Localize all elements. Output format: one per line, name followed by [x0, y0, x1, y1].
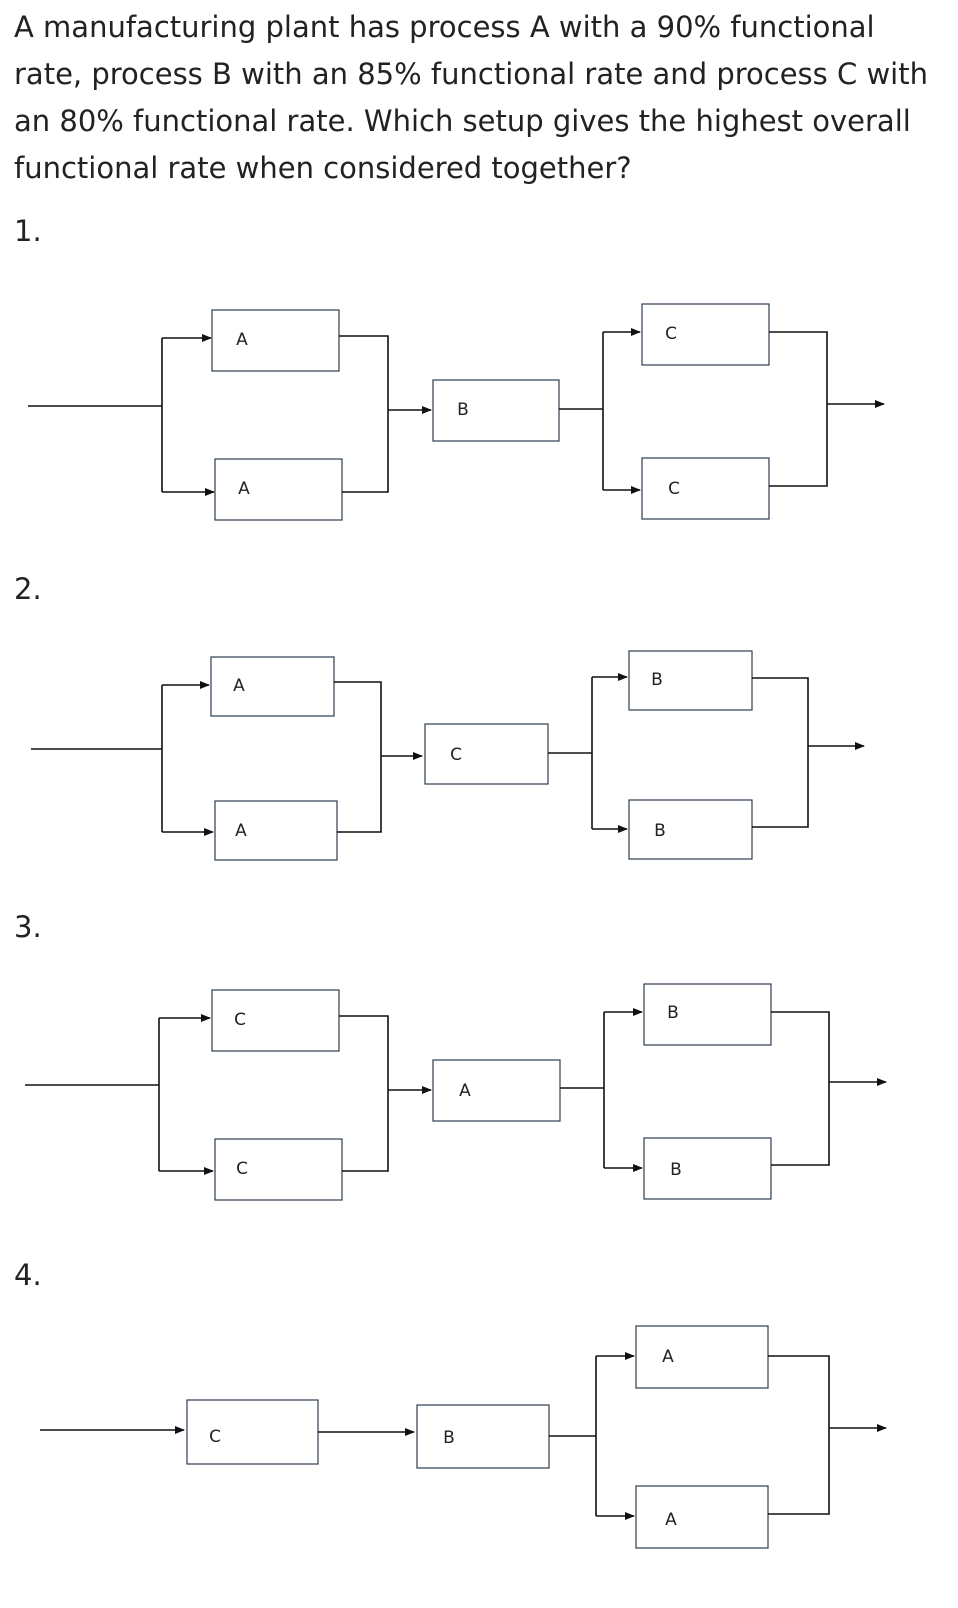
option-2-block-a-top: [210, 656, 335, 717]
option-4-label-c: C: [209, 1427, 221, 1447]
option-3-block-b-bottom: [643, 1137, 772, 1200]
option-3-block-c-top: [211, 989, 340, 1052]
option-2-block-b-top: [628, 650, 753, 711]
option-1-label-b: B: [457, 400, 469, 420]
option-3-block-b-top: [643, 983, 772, 1046]
option-2-number: 2.: [14, 572, 42, 606]
diagram-option-3: C C A B B: [25, 983, 887, 1201]
option-3-number: 3.: [14, 910, 42, 944]
option-2-label-a-bottom: A: [235, 821, 247, 841]
option-2-label-a-top: A: [233, 676, 245, 696]
option-1-label-c-bottom: C: [668, 479, 680, 499]
option-1-block-a-top: [211, 309, 340, 372]
option-3-label-a: A: [459, 1081, 471, 1101]
option-1-label-a-top: A: [236, 330, 248, 350]
option-4-label-a-top: A: [662, 1347, 674, 1367]
option-4-label-b: B: [443, 1428, 455, 1448]
option-4-label-a-bottom: A: [665, 1510, 677, 1530]
option-3-block-a: [432, 1059, 561, 1122]
diagram-option-1: A A B C C: [28, 303, 885, 521]
option-2-label-c: C: [450, 745, 462, 765]
option-2-block-a-bottom: [214, 800, 338, 861]
option-3-label-b-top: B: [667, 1003, 679, 1023]
option-3-label-c-top: C: [234, 1010, 246, 1030]
option-1-block-b: [432, 379, 560, 442]
option-2-block-c: [424, 723, 549, 785]
option-3-label-c-bottom: C: [236, 1159, 248, 1179]
option-4-block-a-top: [635, 1325, 769, 1389]
option-4-number: 4.: [14, 1258, 42, 1292]
option-1-block-a-bottom: [214, 458, 343, 521]
option-3-block-c-bottom: [214, 1138, 343, 1201]
option-3-label-b-bottom: B: [670, 1160, 682, 1180]
option-1-label-c-top: C: [665, 324, 677, 344]
option-4-block-b: [416, 1404, 550, 1469]
option-2-block-b-bottom: [628, 799, 753, 860]
option-4-block-a-bottom: [635, 1485, 769, 1549]
diagram-option-2: A A C B B: [31, 650, 865, 861]
option-1-block-c-bottom: [641, 457, 770, 520]
question-text: A manufacturing plant has process A with…: [14, 10, 928, 185]
option-4-block-c: [186, 1399, 319, 1465]
option-1-number: 1.: [14, 214, 42, 248]
option-2-label-b-bottom: B: [654, 821, 666, 841]
diagram-option-4: C B A A: [40, 1325, 887, 1549]
option-1-block-c-top: [641, 303, 770, 366]
option-2-label-b-top: B: [651, 670, 663, 690]
option-1-label-a-bottom: A: [238, 479, 250, 499]
